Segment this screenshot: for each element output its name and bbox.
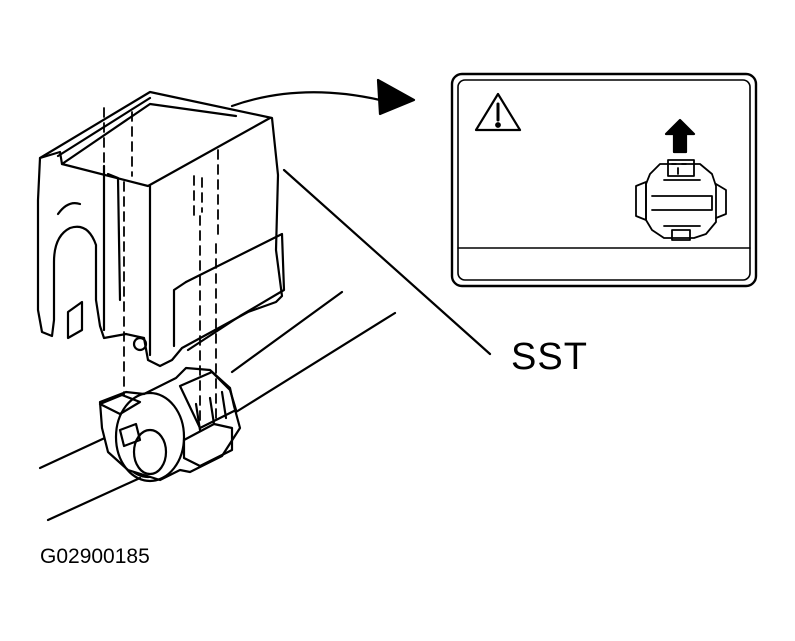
detail-inset [450, 72, 758, 288]
figure-code: G02900185 [40, 545, 150, 568]
connector [98, 366, 242, 483]
warning-icon [474, 92, 522, 132]
sst-label: SST [511, 336, 588, 378]
sst-leader-line [282, 168, 492, 356]
curved-arrow-icon [230, 78, 416, 116]
alignment-lines [103, 107, 219, 421]
up-arrow-icon [664, 118, 696, 154]
connector-front-view [635, 159, 727, 241]
sst-tool [36, 90, 286, 368]
